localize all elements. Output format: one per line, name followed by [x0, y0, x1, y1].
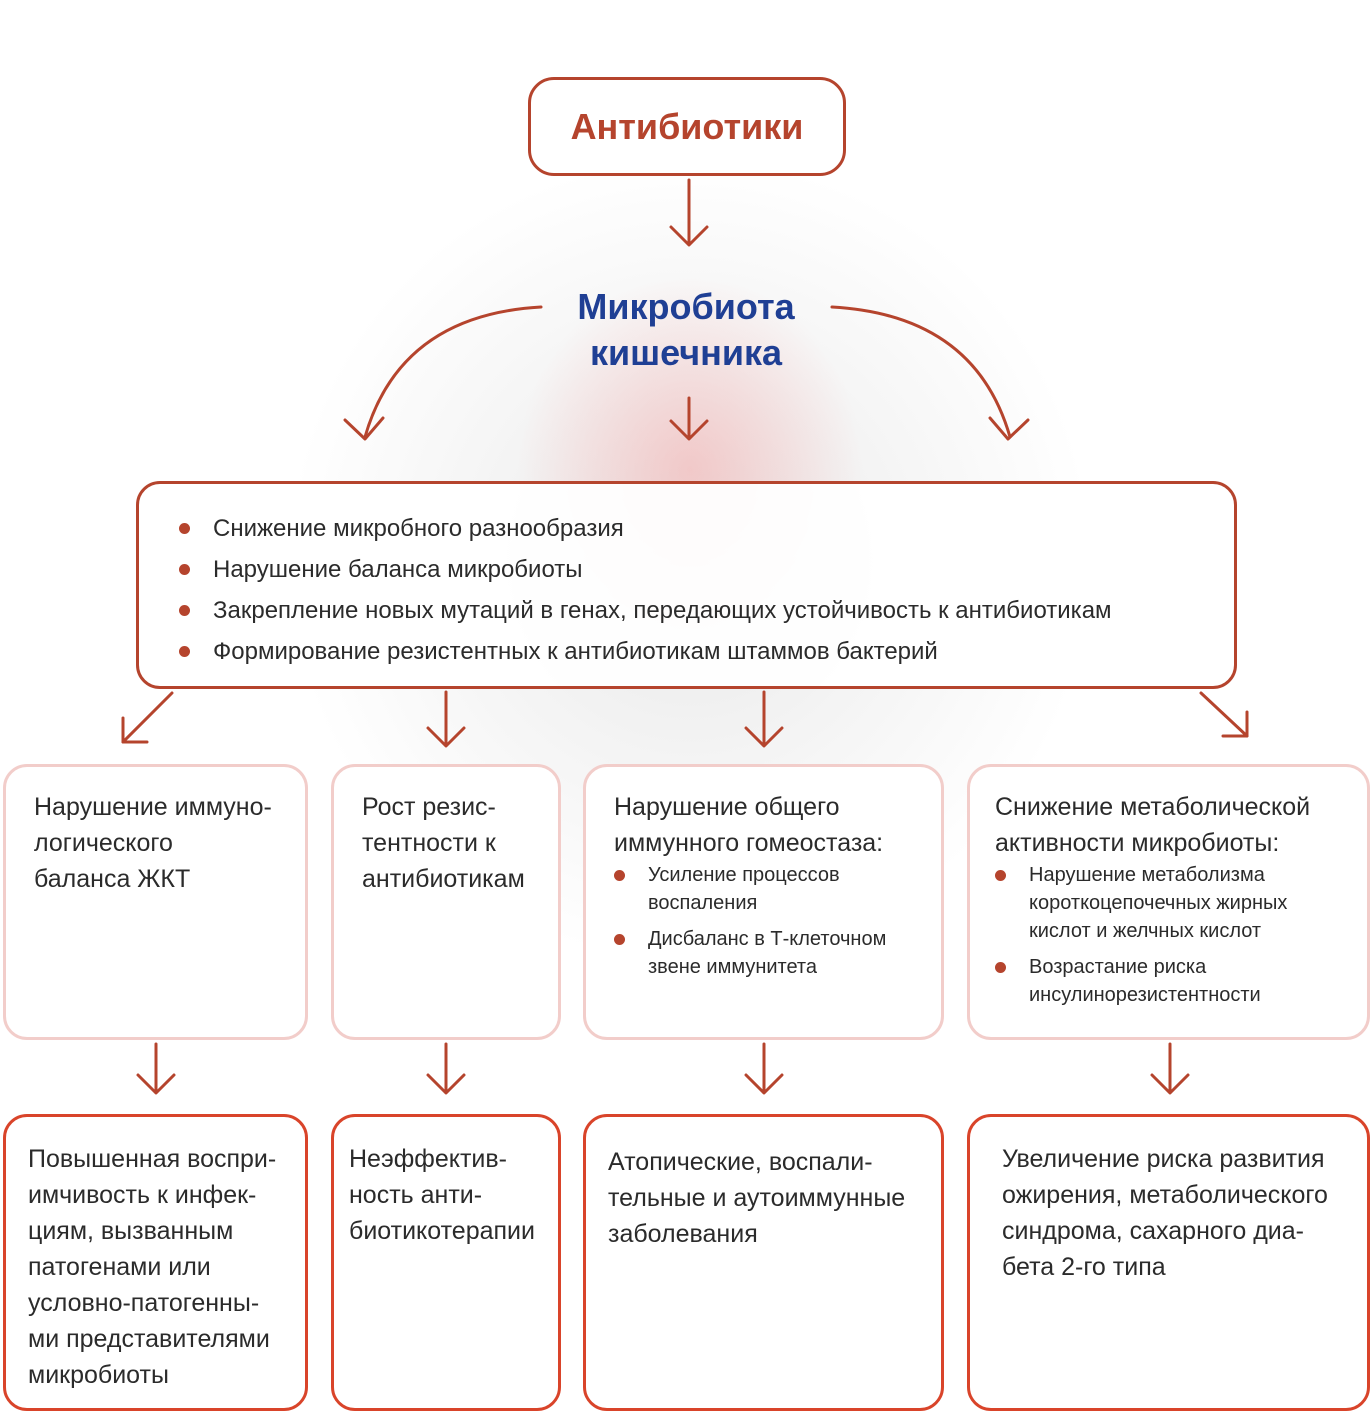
consequence-title: Нарушение иммуно- логического баланса ЖК… [34, 793, 272, 893]
effects-list-item: Закрепление новых мутаций в генах, перед… [179, 590, 1204, 631]
antibiotics-title: Антибиотики [570, 105, 804, 147]
outcome-box-therapy-ineffective: Неэффектив- ность анти- биотикотерапии [331, 1114, 561, 1411]
arrow-effects-to-col4 [1199, 691, 1249, 738]
arrow-antibiotics-to-microbiota [669, 178, 709, 247]
effects-box: Снижение микробного разнообразия Нарушен… [136, 481, 1237, 689]
effects-list-item: Снижение микробного разнообразия [179, 508, 1204, 549]
consequence-title: Нарушение общего иммунного гомеостаза: [614, 793, 884, 857]
consequence-list-item: Дисбаланс в Т-клеточном звене иммунитета [614, 925, 925, 981]
arrow-effects-to-col2 [426, 690, 466, 748]
microbiota-title: Микробиота кишечника [536, 284, 836, 376]
microbiota-title-line: Микробиота [577, 286, 795, 327]
microbiota-title-line: кишечника [589, 332, 783, 373]
consequence-list-item: Нарушение метаболизма короткоцепочечных … [995, 861, 1351, 945]
arrow-effects-to-col3 [744, 690, 784, 748]
effects-list-item: Формирование резистентных к антибиотикам… [179, 631, 1204, 672]
consequence-list-item: Возрастание риска инсулинорезистентности [995, 953, 1351, 1009]
arrow-col3-to-outcome3 [744, 1042, 784, 1095]
consequence-title: Рост резис- тентности к антибиотикам [362, 793, 525, 893]
consequence-box-immune-homeostasis: Нарушение общего иммунного гомеостаза: У… [583, 764, 944, 1040]
arrow-microbiota-right [830, 305, 1030, 441]
antibiotics-box: Антибиотики [528, 77, 846, 176]
arrow-microbiota-center [669, 396, 709, 441]
outcome-text: Повышенная воспри- имчивость к инфек- ци… [28, 1145, 277, 1389]
outcome-box-infections: Повышенная воспри- имчивость к инфек- ци… [3, 1114, 308, 1411]
arrow-col4-to-outcome4 [1150, 1042, 1190, 1095]
effects-list: Снижение микробного разнообразия Нарушен… [179, 508, 1204, 672]
outcome-text: Атопические, воспали- тельные и аутоимму… [608, 1148, 906, 1248]
arrow-col1-to-outcome1 [136, 1042, 176, 1095]
arrow-col2-to-outcome2 [426, 1042, 466, 1095]
outcome-text: Увеличение риска развития ожирения, мета… [1002, 1145, 1328, 1281]
effects-list-item: Нарушение баланса микробиоты [179, 549, 1204, 590]
outcome-box-autoimmune-diseases: Атопические, воспали- тельные и аутоимму… [583, 1114, 944, 1411]
consequence-box-metabolic-activity: Снижение метаболической активности микро… [967, 764, 1370, 1040]
arrow-effects-to-col1 [121, 691, 174, 744]
consequence-title: Снижение метаболической активности микро… [995, 793, 1311, 857]
outcome-text: Неэффектив- ность анти- биотикотерапии [349, 1145, 535, 1245]
consequence-box-resistance-growth: Рост резис- тентности к антибиотикам [331, 764, 561, 1040]
arrow-microbiota-left [343, 305, 543, 441]
outcome-box-metabolic-risk: Увеличение риска развития ожирения, мета… [967, 1114, 1370, 1411]
consequence-box-immunological-balance: Нарушение иммуно- логического баланса ЖК… [3, 764, 308, 1040]
consequence-list-item: Усиление процессов воспаления [614, 861, 925, 917]
consequence-list: Усиление процессов воспаления Дисбаланс … [614, 861, 925, 981]
consequence-list: Нарушение метаболизма короткоцепочечных … [995, 861, 1351, 1009]
